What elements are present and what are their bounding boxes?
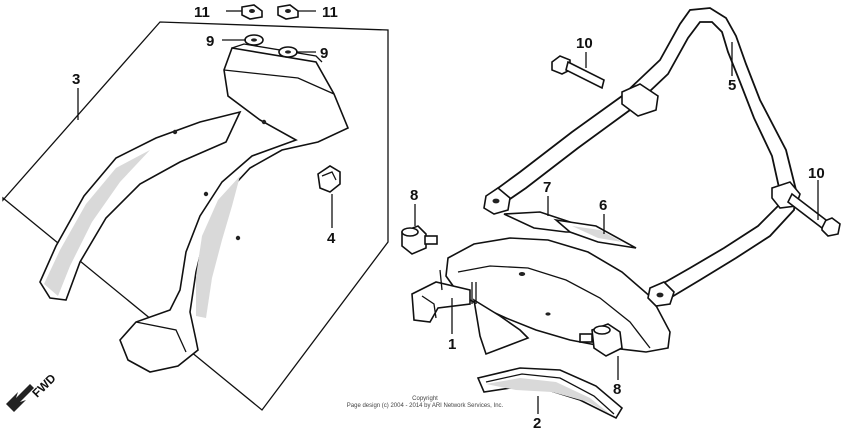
callout-11-right: 11 xyxy=(322,4,338,21)
inner-fender xyxy=(39,43,350,373)
washer xyxy=(278,46,298,58)
bolt xyxy=(551,55,605,90)
callout-8-bottom: 8 xyxy=(613,381,621,398)
fwd-label: FWD xyxy=(29,371,58,400)
inner-fender-group-outline xyxy=(2,21,389,411)
callout-1: 1 xyxy=(448,336,456,353)
callout-5: 5 xyxy=(728,77,736,94)
rear-fender xyxy=(411,237,671,356)
rear-mudguard-rubber xyxy=(476,367,624,420)
grab-rail xyxy=(483,7,801,307)
spacer xyxy=(401,225,438,255)
washer xyxy=(244,34,264,46)
callout-4: 4 xyxy=(327,230,336,247)
callout-9-right: 9 xyxy=(320,45,328,62)
nut xyxy=(277,4,299,20)
leader-lines xyxy=(77,10,819,414)
callout-10-top: 10 xyxy=(576,35,593,52)
callout-10-right: 10 xyxy=(808,165,825,182)
copyright-notice: Copyright Page design (c) 2004 - 2014 by… xyxy=(300,396,550,410)
bolt xyxy=(786,192,841,237)
copyright-line-2: Page design (c) 2004 - 2014 by ARI Netwo… xyxy=(346,403,504,409)
fwd-arrow-icon xyxy=(6,384,34,412)
callout-6: 6 xyxy=(599,197,607,214)
callout-11-left: 11 xyxy=(194,4,210,21)
nut xyxy=(241,4,263,20)
copyright-line-1: Copyright xyxy=(412,396,438,402)
callout-9-left: 9 xyxy=(206,33,214,50)
callout-3: 3 xyxy=(72,71,80,88)
callout-7: 7 xyxy=(543,179,551,196)
callout-8-top: 8 xyxy=(410,187,418,204)
spacer xyxy=(579,323,623,357)
callout-2: 2 xyxy=(533,415,541,432)
clip xyxy=(317,165,341,193)
stripe-lower xyxy=(553,218,637,249)
